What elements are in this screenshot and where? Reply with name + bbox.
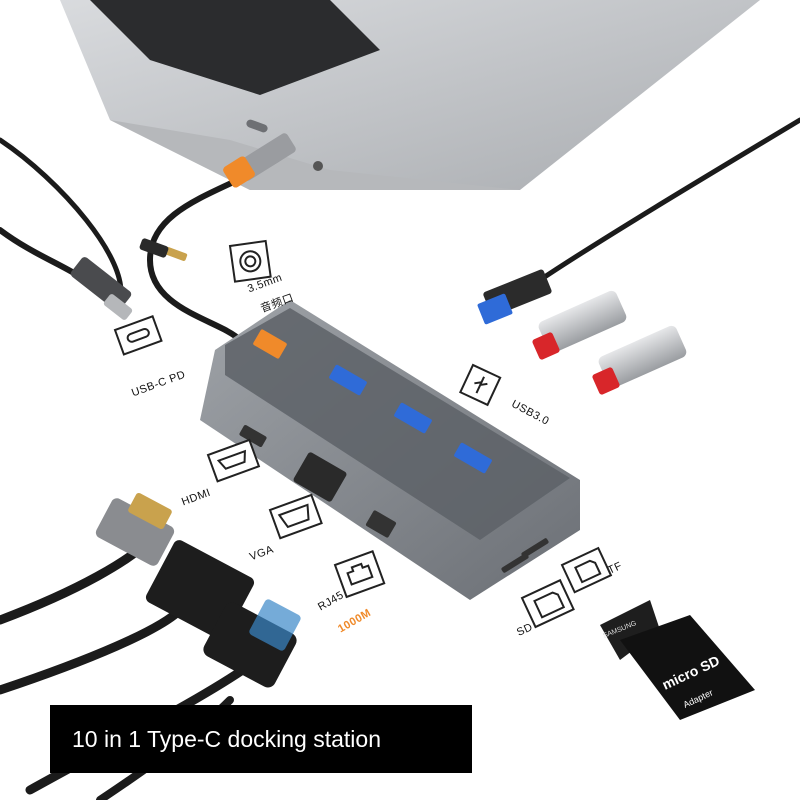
usb-flash-drives <box>532 290 687 395</box>
usb-c-plug <box>70 133 296 320</box>
product-caption: 10 in 1 Type-C docking station <box>50 705 472 773</box>
micro-sd-card <box>600 600 755 720</box>
sd-card-icon <box>520 578 575 629</box>
usb-c-icon <box>113 315 163 356</box>
ethernet-icon <box>333 550 386 599</box>
hdmi-icon <box>206 438 261 483</box>
audio-jack-plug <box>139 238 188 261</box>
usb-icon <box>458 363 502 407</box>
audio-jack-icon <box>228 239 272 283</box>
tf-card-icon <box>560 546 613 594</box>
docking-station-body <box>200 300 580 600</box>
vga-icon <box>268 493 323 540</box>
laptop <box>60 0 760 190</box>
hdmi-vga-rj45-plugs <box>95 492 301 688</box>
usb-a-cable-plug <box>477 269 552 325</box>
